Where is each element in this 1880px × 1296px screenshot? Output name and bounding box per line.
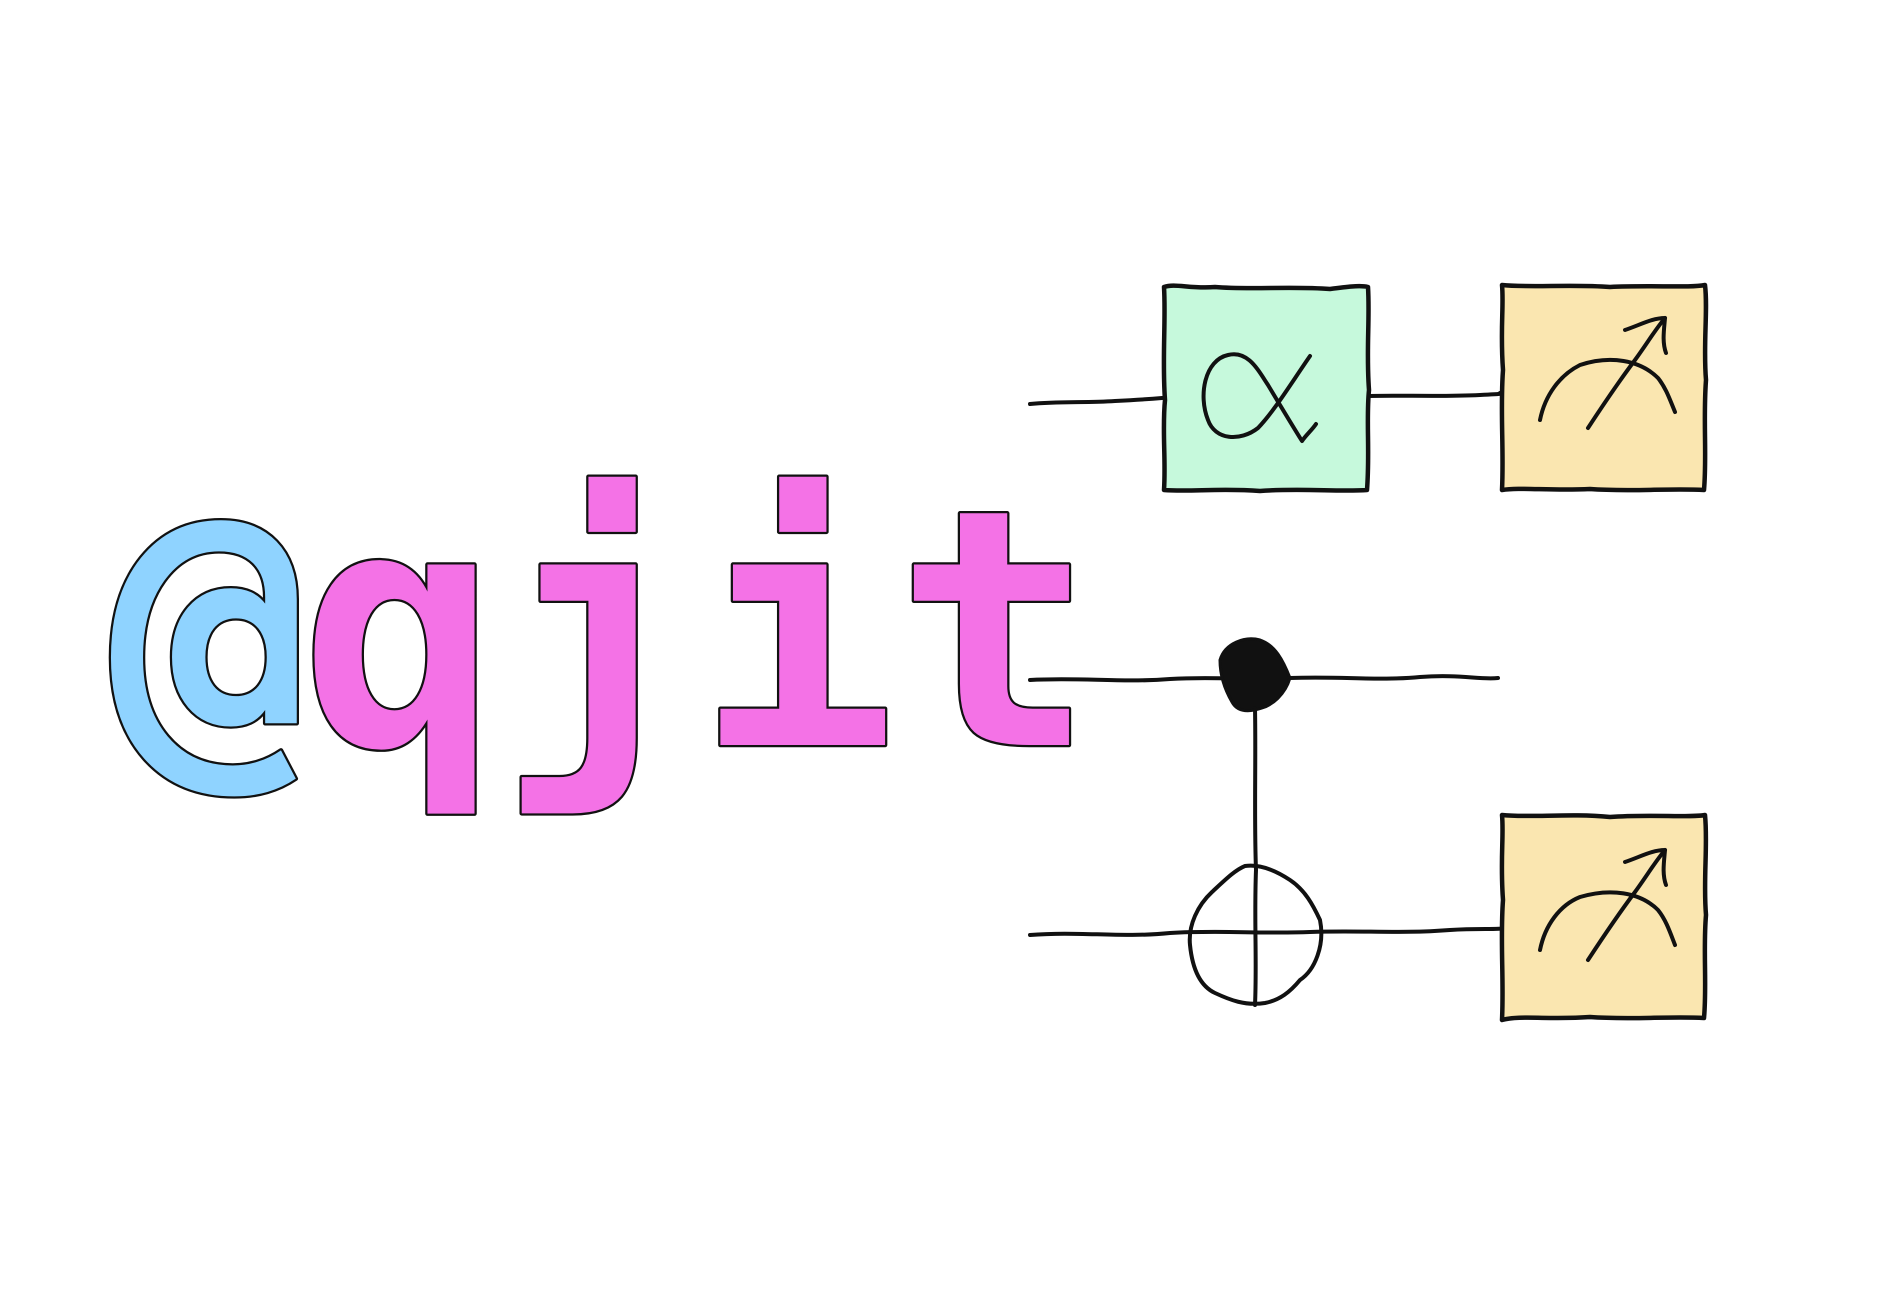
quantum-circuit: α [1028, 282, 1709, 1023]
cnot-connector [1253, 706, 1258, 1007]
meter-icon [1538, 316, 1677, 430]
measurement-gate-wire-3 [1499, 812, 1709, 1023]
measurement-box-3 [1499, 812, 1709, 1023]
cnot-control-dot [1218, 637, 1292, 713]
measurement-gate-wire-1 [1499, 282, 1709, 493]
logo-wordmark: @ qjit [108, 437, 1097, 826]
rotation-gate-box [1161, 283, 1372, 494]
alpha-icon [1201, 352, 1318, 443]
logo-at-symbol: @ [110, 439, 309, 823]
wire-1-middle [1366, 391, 1509, 398]
wire-3 [1028, 926, 1510, 937]
cnot-target-circle [1187, 863, 1324, 1006]
meter-icon [1538, 848, 1677, 962]
logo-word: qjit [300, 439, 1095, 823]
wire-1-input [1028, 396, 1164, 406]
measurement-box-1 [1499, 282, 1709, 493]
rotation-gate: α [1161, 283, 1372, 494]
